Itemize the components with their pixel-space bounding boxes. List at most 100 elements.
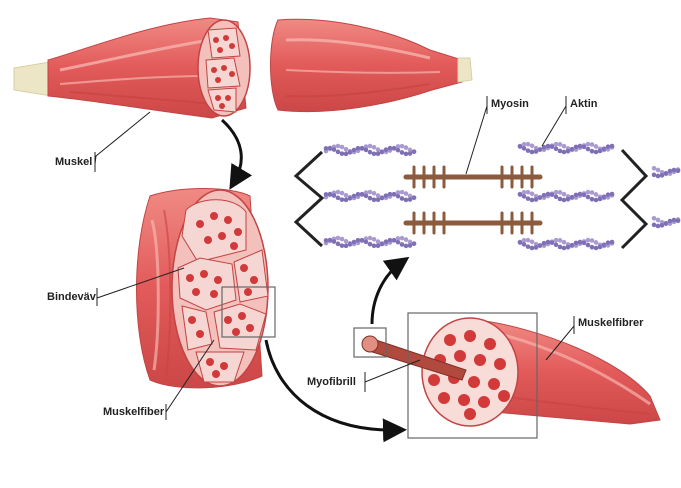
actin-bead <box>335 241 341 247</box>
actin-bead <box>541 192 547 198</box>
actin-bead <box>375 239 381 244</box>
actin-bead <box>605 144 611 149</box>
actin-bead <box>675 218 681 224</box>
actin-bead <box>339 190 345 196</box>
actin-bead <box>533 193 539 199</box>
actin-bead <box>537 195 543 200</box>
actin-bead <box>593 245 599 251</box>
actin-bead <box>339 197 345 202</box>
actin-bead <box>391 238 397 243</box>
actin-bead <box>573 144 579 150</box>
myofibril-zoom-box <box>353 327 387 358</box>
actin-bead <box>407 239 413 245</box>
actin-bead <box>525 189 531 195</box>
actin-bead <box>387 237 393 243</box>
actin-bead <box>553 242 559 248</box>
actin-bead <box>403 237 409 242</box>
myofibril-dots <box>428 330 510 420</box>
actin-bead <box>585 146 591 152</box>
actin-bead <box>557 238 563 243</box>
actin-bead <box>667 168 673 174</box>
actin-bead <box>403 243 409 249</box>
actin-bead <box>351 239 357 245</box>
actin-bead <box>581 192 587 198</box>
actin-bead <box>367 195 373 201</box>
actin-bead <box>609 191 615 197</box>
label-muskelfiber: Muskelfiber <box>103 406 165 418</box>
actin-bead <box>565 148 571 154</box>
actin-bead <box>355 237 361 243</box>
actin-bead <box>573 240 579 246</box>
actin-bead <box>597 244 603 250</box>
actin-bead <box>379 149 385 155</box>
actin-bead <box>655 173 661 179</box>
actin-bead <box>403 145 409 150</box>
actin-bead <box>557 148 563 154</box>
actin-bead <box>351 193 357 199</box>
actin-bead <box>335 195 341 201</box>
actin-bead <box>593 192 599 197</box>
actin-bead <box>363 193 369 199</box>
actin-bead <box>399 242 405 247</box>
actin-bead <box>577 191 583 197</box>
actin-bead <box>327 145 333 151</box>
actin-bead <box>553 189 559 195</box>
actin-bead <box>383 193 389 198</box>
actin-bead <box>407 151 413 156</box>
actin-bead <box>561 197 567 203</box>
tendon-left <box>13 61 53 97</box>
actin-bead <box>399 150 405 155</box>
actin-bead <box>323 238 329 243</box>
actin-bead <box>561 143 567 149</box>
actin-bead <box>403 191 409 196</box>
actin-filaments <box>323 141 681 251</box>
actin-bead <box>569 242 575 248</box>
actin-bead <box>367 189 373 195</box>
actin-bead <box>545 191 551 197</box>
actin-bead <box>351 147 357 153</box>
actin-bead <box>525 141 531 147</box>
actin-bead <box>375 147 381 152</box>
actin-bead <box>553 146 559 152</box>
actin-bead <box>379 195 385 201</box>
actin-bead <box>355 145 361 151</box>
actin-bead <box>371 243 377 249</box>
actin-bead <box>675 168 681 174</box>
actin-bead <box>395 239 401 245</box>
actin-bead <box>375 243 381 249</box>
actin-bead <box>585 194 591 200</box>
actin-bead <box>521 237 527 243</box>
tendon-right <box>457 57 473 83</box>
actin-bead <box>359 145 365 151</box>
actin-bead <box>541 144 547 150</box>
actin-bead <box>593 149 599 155</box>
actin-bead <box>343 192 349 198</box>
actin-bead <box>569 194 575 200</box>
actin-bead <box>601 146 607 152</box>
actin-bead <box>411 149 417 154</box>
actin-bead <box>525 244 531 249</box>
myosin-filaments <box>403 165 543 235</box>
actin-bead <box>517 144 523 149</box>
actin-bead <box>667 218 673 224</box>
actin-bead <box>371 145 377 150</box>
label-myosin: Myosin <box>491 98 529 110</box>
z-line-right <box>619 148 649 250</box>
actin-bead <box>335 149 341 155</box>
actin-bead <box>589 238 595 243</box>
actin-bead <box>371 197 377 203</box>
actin-bead <box>557 244 563 250</box>
actin-bead <box>407 193 413 199</box>
actin-bead <box>597 148 603 154</box>
actin-bead <box>327 237 333 243</box>
sarcomere <box>293 141 681 251</box>
actin-bead <box>533 245 539 250</box>
arrow-myofibril-to-sarcomere <box>370 256 410 325</box>
actin-bead <box>545 143 551 149</box>
actin-bead <box>411 195 417 200</box>
z-line-left <box>293 150 325 248</box>
actin-bead <box>399 196 405 201</box>
actin-bead <box>573 192 579 198</box>
actin-bead <box>391 192 397 197</box>
actin-bead <box>593 197 599 203</box>
